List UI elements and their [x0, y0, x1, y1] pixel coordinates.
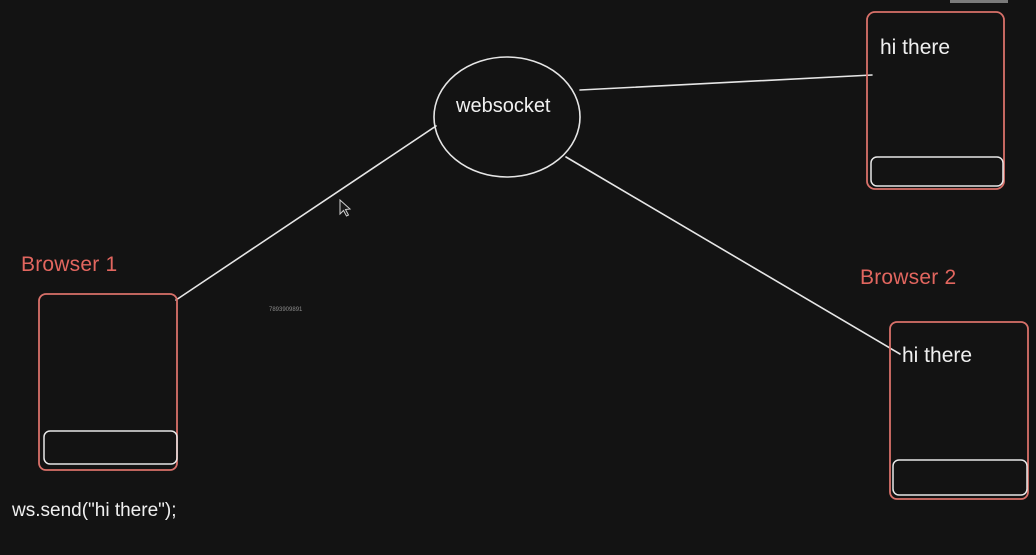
- top-right-message: hi there: [880, 36, 951, 59]
- browser2-device: [889, 321, 1029, 500]
- corner-marker: [950, 0, 1008, 3]
- browser1-input-bar: [43, 430, 178, 465]
- browser2-message: hi there: [902, 344, 973, 367]
- top-right-input-bar: [870, 156, 1004, 187]
- code-snippet: ws.send("hi there");: [12, 500, 177, 521]
- mouse-cursor-icon: [339, 198, 352, 217]
- browser2-input-bar: [892, 459, 1028, 496]
- watermark-text: 7893909891: [269, 307, 303, 313]
- browser1-title: Browser 1: [21, 253, 118, 276]
- websocket-node: [433, 56, 581, 178]
- edge-browser1-websocket: [175, 125, 437, 301]
- top-right-device: [866, 11, 1005, 190]
- edge-websocket-top-right: [579, 74, 873, 91]
- browser1-device: [38, 293, 178, 471]
- websocket-label: websocket: [456, 95, 551, 117]
- edge-websocket-browser2: [565, 156, 901, 355]
- browser2-title: Browser 2: [860, 266, 957, 289]
